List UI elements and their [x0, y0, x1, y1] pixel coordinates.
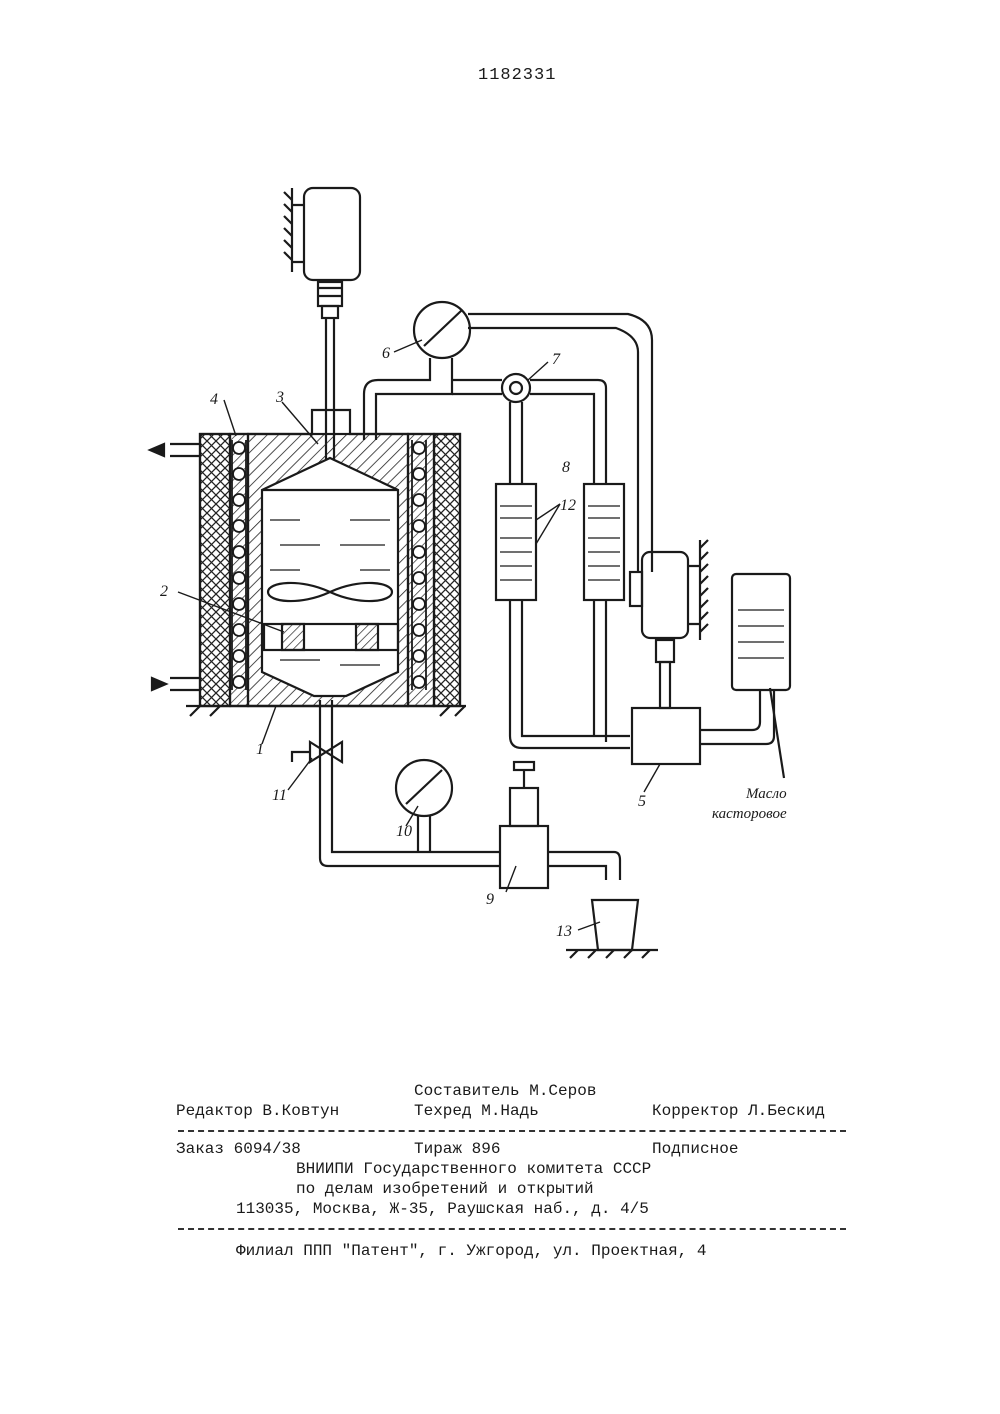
pressure-regulator-9 [500, 826, 548, 888]
editor-credit: Редактор В.Ковтун [176, 1102, 339, 1120]
stirrer-motor [284, 188, 360, 318]
org-line-2: по делам изобретений и открытий [296, 1180, 594, 1198]
circulation: Тираж 896 [414, 1140, 500, 1158]
oil-label-line1: Масло [745, 786, 787, 802]
corrector-credit: Корректор Л.Бескид [652, 1102, 825, 1120]
apparatus-diagram: 4 3 2 1 11 6 7 8 12 10 9 13 5 Масло каст… [0, 0, 1000, 1000]
org-address: 113035, Москва, Ж-35, Раушская наб., д. … [236, 1200, 649, 1218]
footer-divider-bottom [178, 1228, 846, 1230]
label-12: 12 [560, 497, 576, 514]
oil-tank [732, 574, 790, 690]
drain-valve [310, 742, 342, 762]
pump-motor [642, 552, 688, 638]
label-11: 11 [272, 787, 287, 804]
label-4: 4 [210, 391, 218, 408]
label-1: 1 [256, 741, 264, 758]
valve-7 [502, 374, 530, 402]
subscription-note: Подписное [652, 1140, 738, 1158]
footer-divider-top [178, 1130, 846, 1132]
label-6: 6 [382, 345, 390, 362]
branch-address: Филиал ППП "Патент", г. Ужгород, ул. Про… [236, 1242, 706, 1260]
order-number: Заказ 6094/38 [176, 1140, 301, 1158]
label-2: 2 [160, 583, 168, 600]
label-5: 5 [638, 793, 646, 810]
compiler-credit: Составитель М.Серов [414, 1082, 596, 1100]
receiver-vessel [592, 900, 638, 950]
oil-label-line2: касторовое [712, 806, 787, 822]
label-9: 9 [486, 891, 494, 908]
separator-12 [584, 484, 624, 600]
pump-5 [632, 708, 700, 764]
label-13: 13 [556, 923, 572, 940]
tech-editor-credit: Техред М.Надь [414, 1102, 539, 1120]
label-8: 8 [562, 459, 570, 476]
label-3: 3 [275, 389, 284, 406]
label-10: 10 [396, 823, 412, 840]
org-line-1: ВНИИПИ Государственного комитета СССР [296, 1160, 651, 1178]
label-7: 7 [552, 351, 561, 368]
separator-8 [496, 484, 536, 600]
